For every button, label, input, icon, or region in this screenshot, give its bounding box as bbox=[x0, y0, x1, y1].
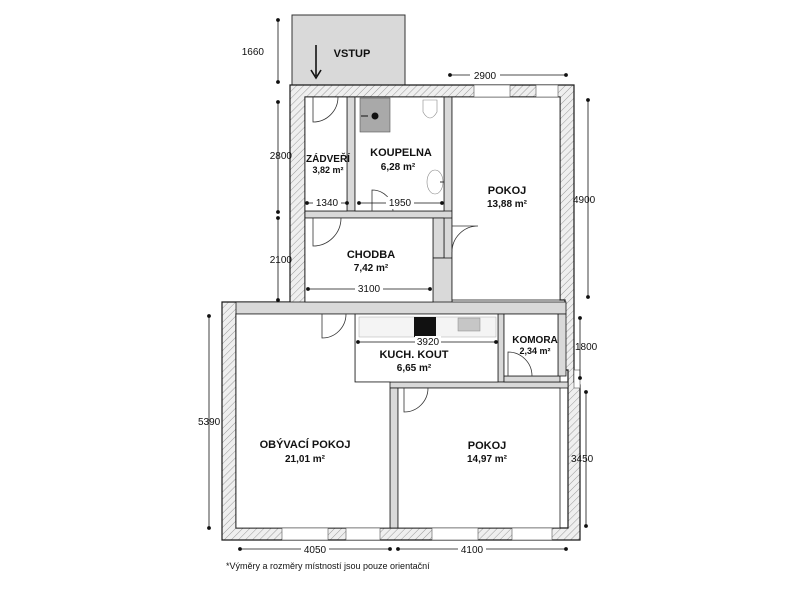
dim-top-width: 2900 bbox=[474, 71, 497, 82]
door-zadveri bbox=[312, 96, 339, 123]
kitchen-sink-icon bbox=[457, 317, 481, 332]
dim-zadveri-width: 1340 bbox=[316, 198, 339, 209]
dimension-lines bbox=[207, 18, 590, 551]
footnote: *Výměry a rozměry místností jsou pouze o… bbox=[226, 561, 430, 571]
pokoj-bottom-floor bbox=[397, 387, 561, 529]
koupelna-name: KOUPELNA bbox=[370, 147, 432, 159]
doors bbox=[312, 96, 533, 413]
entrance-arrow-icon bbox=[310, 45, 322, 80]
zadveri-area: 3,82 m² bbox=[312, 165, 343, 175]
komora-floor bbox=[503, 313, 559, 377]
kuch-name: KUCH. KOUT bbox=[379, 349, 448, 361]
dim-left-lower: 5390 bbox=[198, 417, 221, 428]
vstup-label: VSTUP bbox=[334, 48, 371, 60]
dim-left-upper: 2800 bbox=[270, 151, 293, 162]
zadveri-name: ZÁDVEŘÍ bbox=[306, 152, 350, 165]
shower-tray bbox=[359, 97, 391, 133]
kitchen-counter bbox=[358, 316, 497, 338]
dim-right-lower: 3450 bbox=[571, 454, 594, 465]
vstup-area bbox=[291, 14, 406, 86]
dim-right-middle: 1800 bbox=[575, 342, 598, 353]
zadveri-floor bbox=[304, 96, 348, 212]
cooktop-icon bbox=[414, 317, 436, 337]
door-chodba bbox=[312, 217, 342, 247]
dim-bottom-left: 4050 bbox=[304, 545, 327, 556]
dim-right-upper: 4900 bbox=[573, 195, 596, 206]
komora-area: 2,34 m² bbox=[519, 346, 550, 356]
koupelna-area: 6,28 m² bbox=[381, 162, 416, 173]
door-obyvaci bbox=[321, 313, 347, 339]
chodba-area: 7,42 m² bbox=[354, 263, 389, 274]
dimension-label-bgs bbox=[301, 69, 500, 555]
windows bbox=[281, 84, 581, 541]
obyvaci-name: OBÝVACÍ POKOJ bbox=[260, 438, 351, 451]
dim-vstup-height: 1660 bbox=[242, 47, 265, 58]
dim-koupelna-width: 1950 bbox=[389, 198, 412, 209]
bathroom-fixtures bbox=[359, 97, 444, 195]
obyvaci-floor bbox=[235, 313, 391, 529]
dim-bottom-right: 4100 bbox=[461, 545, 484, 556]
pokoj-bottom-area: 14,97 m² bbox=[467, 454, 508, 465]
obyvaci-area: 21,01 m² bbox=[285, 454, 326, 465]
chodba-floor bbox=[304, 217, 434, 303]
door-pokoj-bottom bbox=[403, 387, 429, 413]
dim-left-middle: 2100 bbox=[270, 255, 293, 266]
kuch-area: 6,65 m² bbox=[397, 363, 432, 374]
interior-walls bbox=[235, 96, 569, 529]
room-floors bbox=[235, 96, 561, 529]
pokoj-bottom-name: POKOJ bbox=[468, 440, 507, 452]
pokoj-top-name: POKOJ bbox=[488, 185, 527, 197]
pokoj-top-floor bbox=[451, 96, 561, 301]
dim-kuch-width: 3920 bbox=[417, 337, 440, 348]
komora-name: KOMORA bbox=[512, 335, 558, 346]
door-pokoj-top bbox=[451, 225, 479, 253]
pokoj-top-area: 13,88 m² bbox=[487, 199, 528, 210]
door-komora bbox=[507, 351, 533, 377]
chodba-name: CHODBA bbox=[347, 249, 395, 261]
dim-chodba-width: 3100 bbox=[358, 284, 381, 295]
toilet-icon bbox=[422, 99, 438, 119]
